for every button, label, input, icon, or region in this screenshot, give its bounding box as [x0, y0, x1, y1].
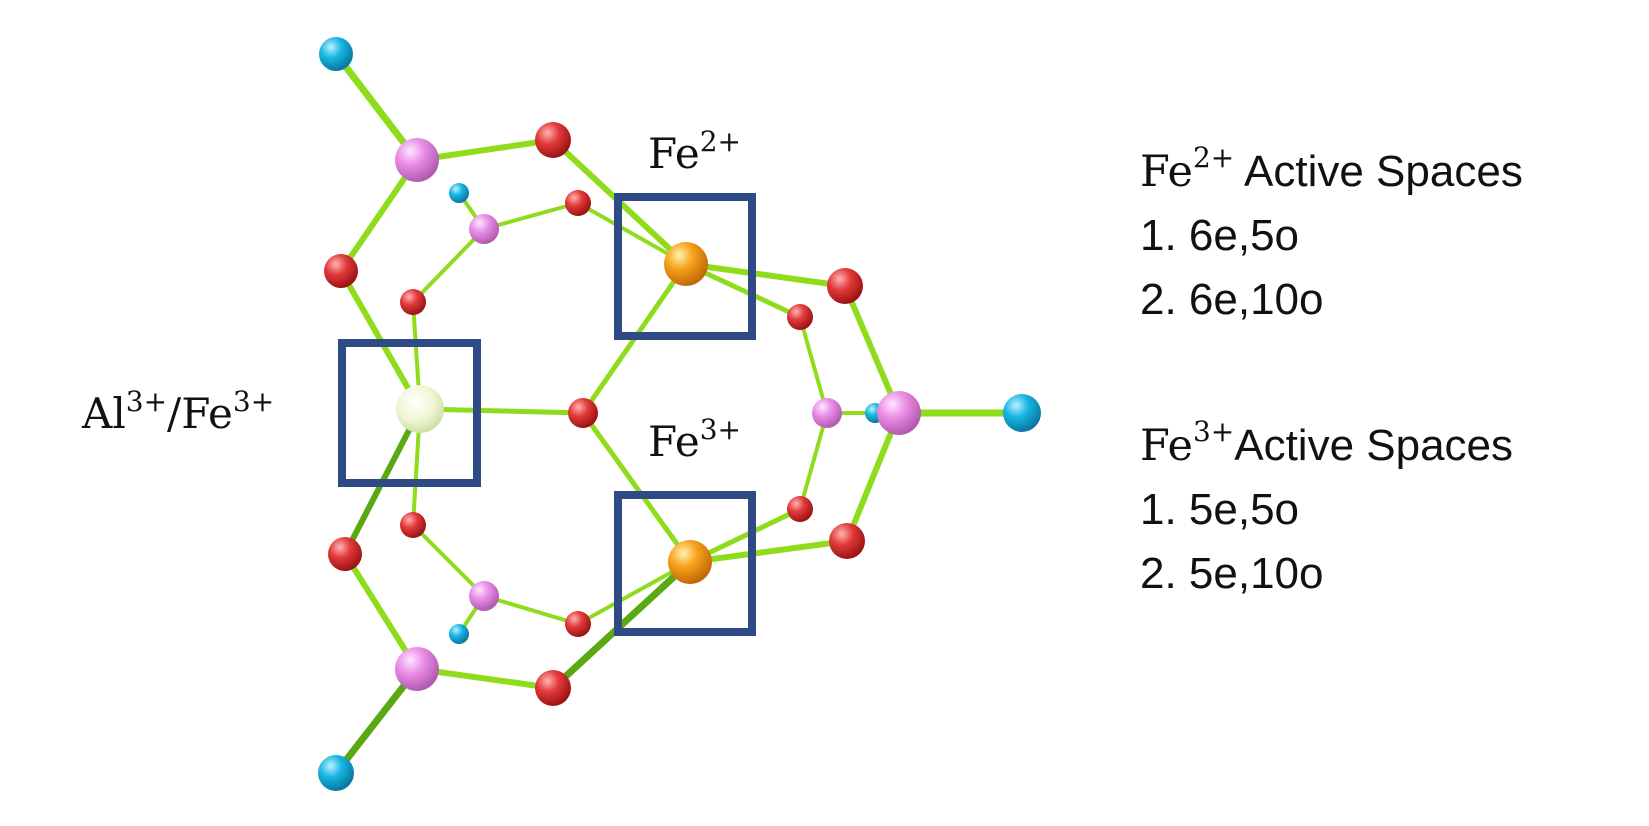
bond	[414, 666, 556, 691]
bond	[482, 201, 580, 231]
terminal-atom	[449, 624, 469, 644]
iron-atom-fe3	[668, 540, 712, 584]
list-item: 1. 6e,5o	[1140, 211, 1300, 260]
oxygen-atom	[787, 304, 813, 330]
list-item: 2. 5e,10o	[1140, 549, 1324, 598]
terminal-atom	[319, 37, 353, 71]
oxygen-atom	[400, 512, 426, 538]
list-item: 2. 6e,10o	[1140, 275, 1324, 324]
bond	[332, 50, 421, 164]
atoms	[318, 37, 1041, 791]
fe3-site-box	[614, 491, 756, 636]
terminal-atom	[318, 755, 354, 791]
oxygen-atom	[565, 190, 591, 216]
fe2-site-box	[614, 193, 756, 340]
al-fe3-site-label: Al3+/Fe3+	[81, 385, 274, 438]
oxygen-atom	[328, 537, 362, 571]
bond	[798, 411, 829, 511]
silicon-atom	[877, 391, 921, 435]
fe3-active-spaces-heading: Fe3+Active Spaces	[1140, 414, 1514, 471]
silicon-atom	[395, 138, 439, 182]
aluminium-iron-atom	[396, 385, 444, 433]
al-fe3-site-box	[338, 339, 481, 487]
bond	[417, 406, 586, 416]
oxygen-atom	[400, 289, 426, 315]
oxygen-atom	[829, 523, 865, 559]
bond	[683, 261, 848, 289]
fe2-active-spaces-panel: Fe2+ Active Spaces 1. 6e,5o 2. 6e,10o	[1140, 140, 1523, 332]
terminal-atom	[1003, 394, 1041, 432]
list-item: 1. 5e,5o	[1140, 485, 1300, 534]
bond	[580, 410, 693, 565]
bond	[687, 538, 850, 565]
oxygen-atom	[535, 670, 571, 706]
oxygen-atom	[535, 122, 571, 158]
oxygen-atom	[827, 268, 863, 304]
bond	[411, 227, 486, 304]
bond	[411, 523, 486, 598]
bond	[342, 551, 420, 672]
fe2-site-label: Fe2+	[648, 125, 741, 178]
bond	[844, 410, 902, 544]
bond	[798, 315, 829, 415]
oxygen-atom	[324, 254, 358, 288]
fe2-active-spaces-heading: Fe2+ Active Spaces	[1140, 140, 1523, 197]
silicon-atom	[469, 581, 499, 611]
oxygen-atom	[787, 496, 813, 522]
silicon-atom	[395, 647, 439, 691]
bond	[842, 283, 902, 416]
fe3-site-label: Fe3+	[648, 413, 741, 466]
oxygen-atom	[568, 398, 598, 428]
bond	[338, 157, 420, 274]
site-boxes	[338, 193, 756, 636]
bond	[414, 137, 556, 163]
oxygen-atom	[565, 611, 591, 637]
bond	[482, 594, 580, 626]
terminal-atom	[449, 183, 469, 203]
iron-atom-fe2	[664, 242, 708, 286]
fe3-active-spaces-panel: Fe3+Active Spaces 1. 5e,5o 2. 5e,10o	[1140, 414, 1513, 606]
silicon-atom	[469, 214, 499, 244]
silicon-atom	[812, 398, 842, 428]
